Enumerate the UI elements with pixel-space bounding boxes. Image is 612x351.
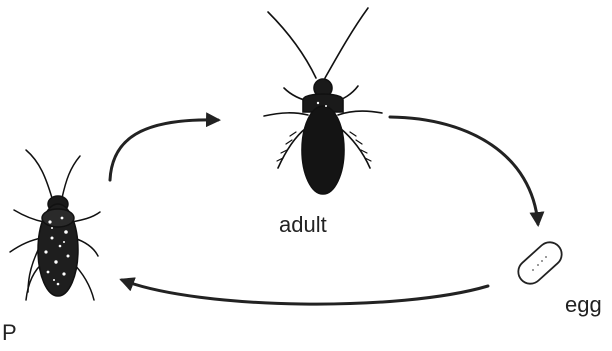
adult-label: adult xyxy=(279,214,327,236)
egg-label: egg xyxy=(565,294,602,316)
cockroach-egg-icon xyxy=(513,237,566,288)
arrow-nymph-to-adult xyxy=(110,120,218,180)
arrow-egg-to-nymph xyxy=(122,280,488,304)
cockroach-adult-icon xyxy=(264,8,382,194)
nymph-label: P xyxy=(2,322,17,344)
arrow-adult-to-egg xyxy=(390,117,538,224)
cockroach-nymph-icon xyxy=(10,150,100,300)
